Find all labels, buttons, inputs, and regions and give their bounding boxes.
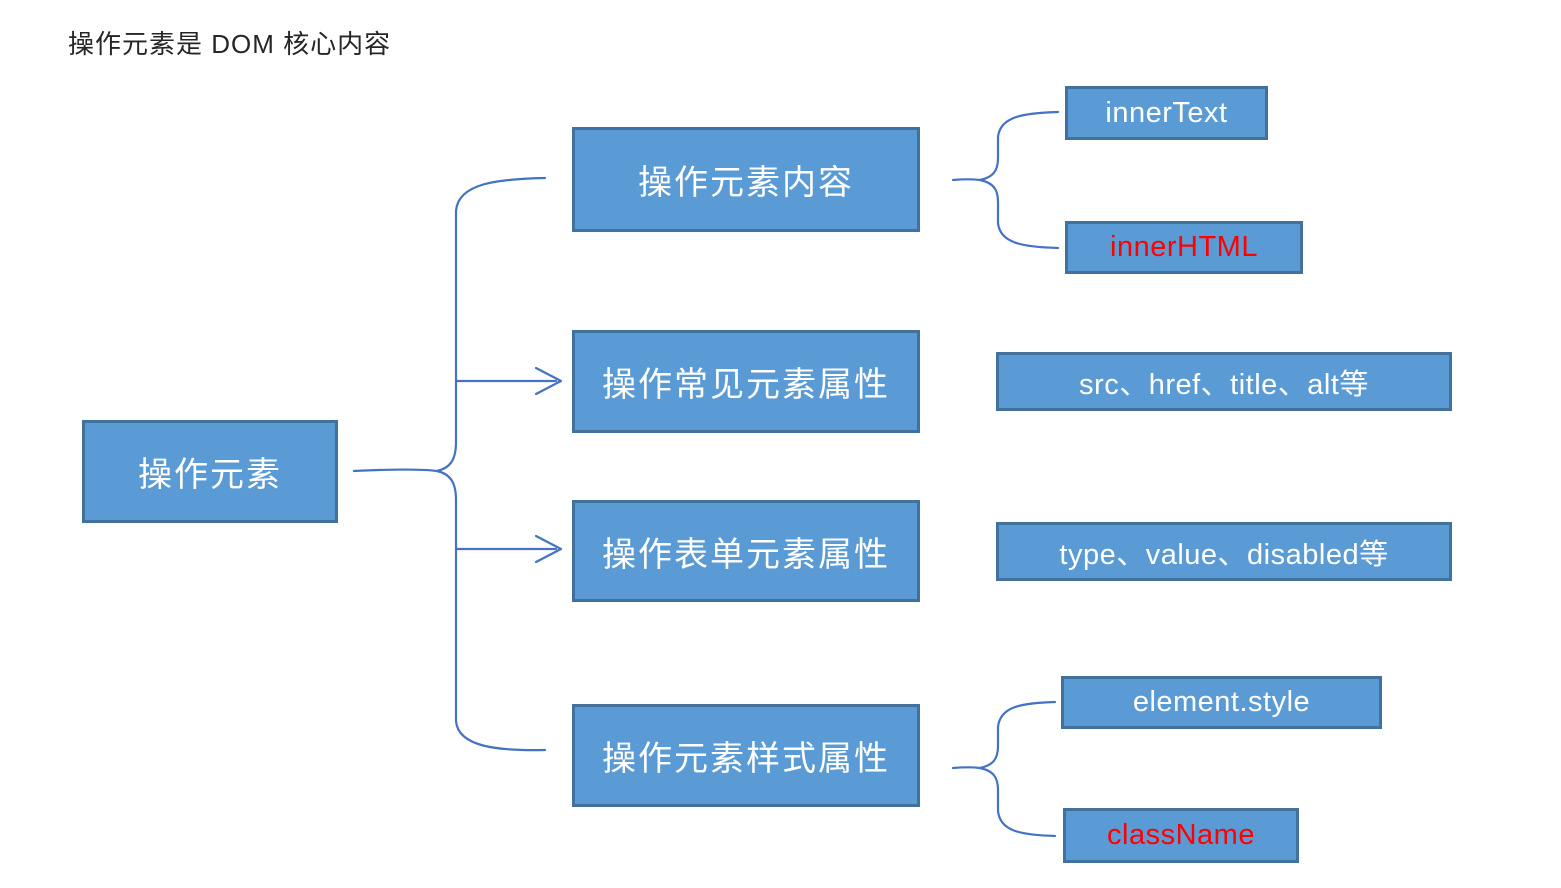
- node-element-style-label: element.style: [1132, 686, 1311, 718]
- node-operate-common-attrs-label: 操作常见元素属性: [602, 366, 890, 404]
- arrowhead-common: [534, 366, 563, 396]
- node-operate-element-content-label: 操作元素内容: [638, 164, 854, 202]
- node-operate-form-attrs: 操作表单元素属性: [572, 500, 920, 602]
- node-innerhtml-label: innerHTML: [1110, 231, 1258, 263]
- node-classname: className: [1063, 808, 1299, 863]
- style-stub-line: [951, 766, 982, 770]
- left-brace: [435, 176, 547, 752]
- node-innertext: innerText: [1065, 86, 1268, 140]
- node-element-style: element.style: [1061, 676, 1382, 729]
- node-form-attr-list-label: type、value、disabled等: [1059, 538, 1389, 571]
- page-title: 操作元素是 DOM 核心内容: [68, 29, 392, 59]
- content-stub-line: [951, 178, 982, 182]
- arrowhead-form: [534, 534, 563, 564]
- style-brace: [978, 700, 1057, 838]
- node-innertext-label: innerText: [1105, 96, 1228, 129]
- node-operate-element-label: 操作元素: [138, 456, 282, 494]
- node-innerhtml: innerHTML: [1065, 221, 1303, 274]
- node-operate-style-attrs: 操作元素样式属性: [572, 704, 920, 807]
- node-operate-style-attrs-label: 操作元素样式属性: [602, 740, 890, 778]
- node-operate-element-content: 操作元素内容: [572, 127, 920, 232]
- node-operate-form-attrs-label: 操作表单元素属性: [602, 535, 890, 574]
- node-form-attr-list: type、value、disabled等: [996, 522, 1452, 581]
- node-operate-common-attrs: 操作常见元素属性: [572, 330, 920, 433]
- node-common-attr-list: src、href、title、alt等: [996, 352, 1452, 411]
- node-operate-element: 操作元素: [82, 420, 338, 523]
- node-classname-label: className: [1107, 819, 1255, 851]
- node-common-attr-list-label: src、href、title、alt等: [1079, 368, 1369, 401]
- root-stub-line: [352, 468, 439, 473]
- content-brace: [978, 110, 1060, 250]
